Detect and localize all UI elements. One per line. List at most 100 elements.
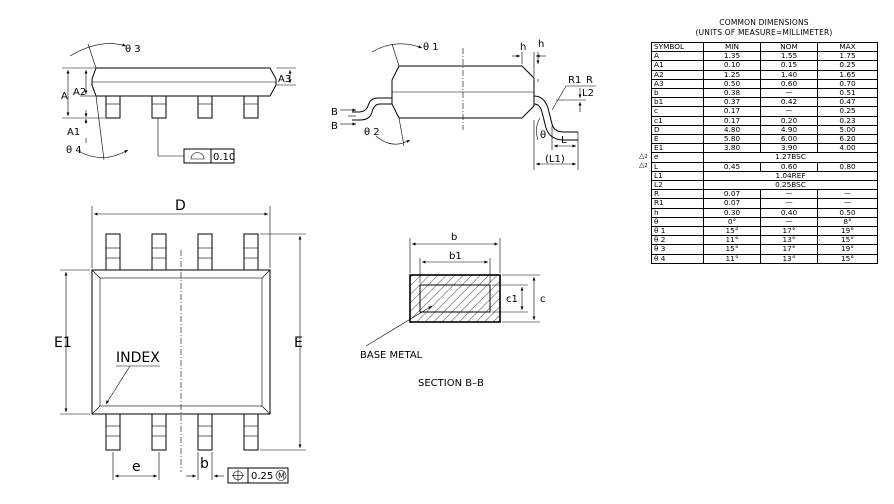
value-cell: 15° (703, 244, 761, 255)
label-A: A (61, 91, 68, 102)
label-A3: A3 (278, 74, 291, 85)
value-cell: — (817, 198, 878, 209)
side-leads (105, 95, 259, 119)
theta2-arc (375, 135, 411, 145)
section-plating-outline (409, 274, 501, 323)
value-cell: 1.40 (760, 69, 818, 80)
change-mark-c: △2 (639, 152, 648, 160)
label-h-2: h (538, 39, 544, 50)
symbol-cell: A3 (651, 78, 704, 90)
value-cell: 1.25 (703, 69, 761, 80)
value-cell: 0.25 (817, 106, 878, 117)
value-cell: 19° (817, 244, 878, 255)
mmc-modifier: M (278, 472, 285, 481)
label-L2: L2 (582, 88, 594, 99)
value-cell: 11° (703, 253, 761, 264)
symbol-cell: D (651, 124, 704, 136)
position-value-box (247, 467, 289, 484)
theta3-arc (69, 43, 127, 57)
label-L1: (L1) (545, 154, 565, 165)
section-label-c: c (540, 294, 546, 305)
section-b-b: b b1 c1 c BASE METAL SECTION B–B (360, 232, 546, 389)
value-cell: 0.25 (817, 60, 878, 71)
label-index: INDEX (116, 350, 160, 366)
base-metal-label: BASE METAL (360, 350, 423, 361)
symbol-cell: R1 (651, 198, 704, 209)
symbol-cell: θ 4 (651, 253, 704, 264)
value-cell: 0.40 (760, 207, 818, 218)
label-E: E (294, 335, 303, 351)
label-B-2: B (331, 121, 338, 132)
symbol-cell: c1 (651, 115, 704, 126)
label-theta2: θ 2 (364, 127, 380, 138)
value-cell: — (760, 106, 818, 117)
end-view: θ 1 h h R1 R L2 B B θ 2 θ L (L1) (331, 39, 596, 170)
theta1-arc (371, 43, 423, 53)
section-base-metal (419, 284, 491, 313)
label-theta4: θ 4 (66, 145, 82, 156)
label-theta3: θ 3 (125, 44, 141, 55)
symbol-cell: L2 (651, 180, 704, 191)
section-label-b1: b1 (449, 251, 462, 262)
value-cell: 0.60 (760, 161, 818, 172)
value-cell: 15° (817, 253, 878, 264)
label-R: R (586, 75, 593, 86)
label-theta: θ (540, 130, 546, 141)
value-cell: 1.65 (817, 69, 878, 80)
gull-wing-lead (533, 95, 578, 141)
symbol-cell: c (651, 106, 704, 117)
value-cell: 0.20 (760, 115, 818, 126)
symbol-cell: A1 (651, 60, 704, 71)
symbol-cell: h (651, 207, 704, 218)
side-view: θ 3 A A2 A3 A1 θ 4 0.10 (61, 43, 296, 164)
symbol-cell: b1 (651, 97, 704, 108)
end-body-outline (391, 65, 535, 119)
flatness-icon (190, 152, 205, 160)
label-B-1: B (331, 107, 338, 118)
value-cell: 0.17 (703, 115, 761, 126)
table-title: COMMON DIMENSIONS (719, 18, 809, 27)
symbol-cell: E1 (651, 143, 704, 154)
value-cell: 4.00 (817, 143, 878, 154)
section-label-c1: c1 (506, 294, 518, 305)
value-cell: — (760, 198, 818, 209)
flatness-value: 0.10 (213, 152, 235, 163)
value-cell: 0.23 (817, 115, 878, 126)
side-body-outline (91, 67, 277, 97)
theta4-arc (79, 149, 129, 158)
label-A2: A2 (73, 87, 86, 98)
section-label-b: b (451, 232, 457, 243)
value-cell: 13° (760, 253, 818, 264)
value-cell: 0.80 (817, 161, 878, 172)
value-cell: 0.45 (703, 161, 761, 172)
symbol-cell: e (651, 152, 704, 163)
value-cell: 0.15 (760, 60, 818, 71)
value-cell: 0.17 (703, 106, 761, 117)
symbol-cell: A2 (651, 69, 704, 80)
flatness-value-box (210, 148, 235, 164)
value-cell: 0.50 (817, 207, 878, 218)
section-title: SECTION B–B (418, 378, 484, 389)
value-cell: 1.27BSC (703, 152, 878, 163)
label-h-1: h (520, 42, 526, 53)
label-R1: R1 (568, 75, 581, 86)
column-header: SYMBOL (651, 41, 704, 53)
value-cell: 0.10 (703, 60, 761, 71)
